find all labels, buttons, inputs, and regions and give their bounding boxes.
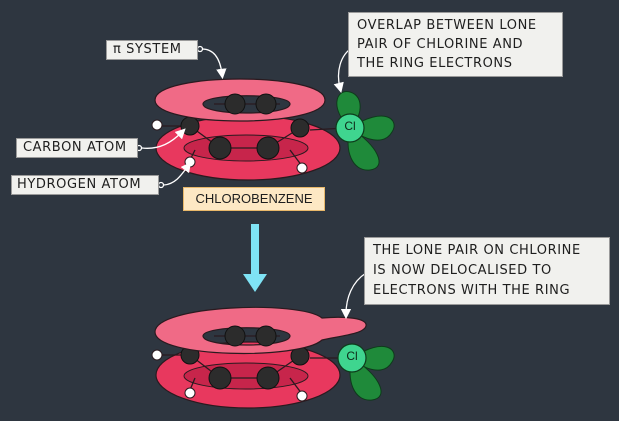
carbon-atom	[208, 136, 232, 160]
delocalised-line-1: THE LONE PAIR ON CHLORINE	[373, 243, 581, 258]
delocalised-line-3: ELECTRONS WITH THE RING	[373, 283, 571, 298]
hydrogen-atom	[184, 387, 196, 399]
carbon-atoms-2	[180, 345, 310, 390]
carbon-atom	[290, 118, 310, 138]
down-arrow-icon	[243, 224, 267, 292]
delocalised-label: THE LONE PAIR ON CHLORINE IS NOW DELOCAL…	[364, 237, 610, 305]
top-pi-ring-2	[154, 306, 367, 355]
overlap-line-2: PAIR OF CHLORINE AND	[357, 37, 524, 52]
chlorine-group-2	[337, 343, 395, 401]
pi-system-label: π SYSTEM	[106, 40, 198, 60]
chlorine-group	[335, 91, 395, 171]
carbon-atoms	[180, 116, 310, 160]
hydrogen-atom	[151, 349, 163, 361]
hydrogen-atom-label: HYDROGEN ATOM	[11, 175, 159, 195]
carbon-atom-label: CARBON ATOM	[16, 138, 138, 158]
overlap-line-1: OVERLAP BETWEEN LONE	[357, 18, 537, 33]
hydrogen-atom	[296, 162, 308, 174]
hydrogen-atom	[184, 156, 196, 168]
chlorine-symbol-2: Cl	[346, 349, 358, 363]
top-pi-ring	[154, 78, 326, 122]
chlorine-atom	[335, 113, 365, 143]
carbon-atom	[208, 366, 232, 390]
chlorine-symbol: Cl	[344, 119, 356, 133]
hydrogen-atoms-2	[151, 349, 308, 402]
chlorine-atom	[337, 343, 367, 373]
carbon-atom	[256, 136, 280, 160]
bottom-molecule	[151, 306, 395, 409]
delocalised-line-2: IS NOW DELOCALISED TO	[373, 263, 552, 278]
top-molecule	[151, 78, 395, 181]
overlap-label: OVERLAP BETWEEN LONE PAIR OF CHLORINE AN…	[348, 12, 563, 77]
carbon-atom	[180, 116, 200, 136]
carbon-atom	[256, 366, 280, 390]
hydrogen-atom	[296, 390, 308, 402]
hydrogen-atom	[151, 119, 163, 131]
overlap-line-3: THE RING ELECTRONS	[357, 56, 513, 71]
compound-name-badge: CHLOROBENZENE	[183, 187, 325, 211]
